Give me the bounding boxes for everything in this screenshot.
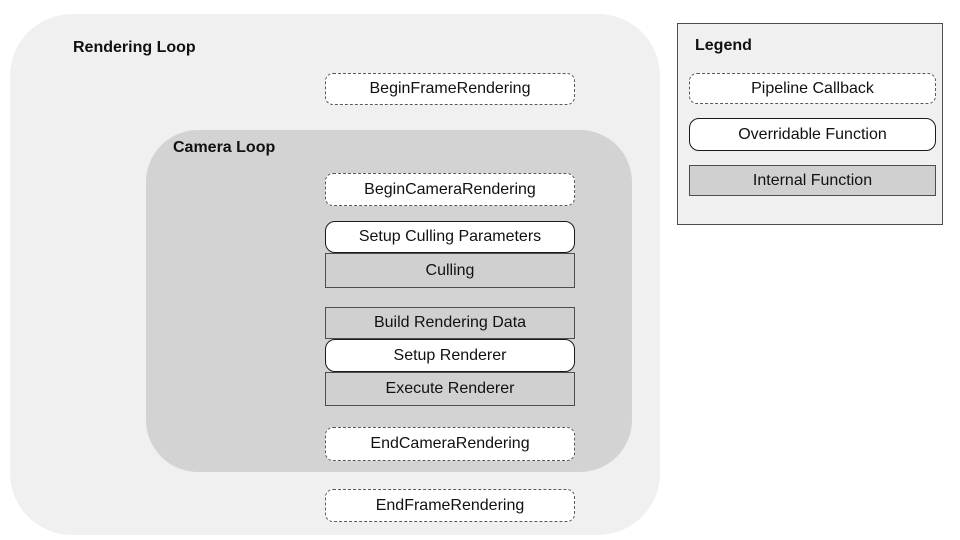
legend-item-overridable-function: Overridable Function <box>689 118 936 151</box>
node-culling: Culling <box>325 253 575 288</box>
node-end-camera-rendering: EndCameraRendering <box>325 427 575 461</box>
node-end-frame-rendering: EndFrameRendering <box>325 489 575 522</box>
camera-loop-label: Camera Loop <box>173 139 276 156</box>
node-execute-renderer: Execute Renderer <box>325 372 575 406</box>
legend-item-internal-function: Internal Function <box>689 165 936 196</box>
node-setup-culling-parameters: Setup Culling Parameters <box>325 221 575 253</box>
legend-panel: Legend Pipeline Callback Overridable Fun… <box>677 23 943 225</box>
node-begin-camera-rendering: BeginCameraRendering <box>325 173 575 206</box>
node-begin-frame-rendering: BeginFrameRendering <box>325 73 575 105</box>
legend-title: Legend <box>695 37 752 54</box>
node-setup-renderer: Setup Renderer <box>325 339 575 372</box>
rendering-loop-label: Rendering Loop <box>73 39 196 56</box>
node-build-rendering-data: Build Rendering Data <box>325 307 575 339</box>
legend-item-pipeline-callback: Pipeline Callback <box>689 73 936 104</box>
